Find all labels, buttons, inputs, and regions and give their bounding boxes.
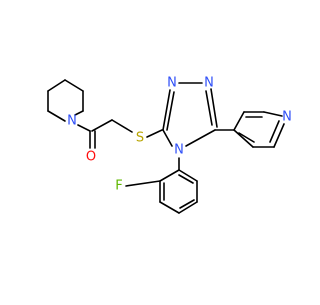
triazole-nitrogen-n1-label: N <box>167 76 177 91</box>
bond-ph-c6-c1-double <box>178 174 194 184</box>
bond-tz-c3-n1 <box>162 89 171 131</box>
molecule-structure-diagram: N O S N N N N F <box>47 76 292 214</box>
bond-pip-n-c2 <box>47 110 66 122</box>
bond-tz-c5-n4 <box>185 129 216 147</box>
pyridine-nitrogen-label: N <box>282 110 292 125</box>
bond-tz-n4-c3 <box>162 129 173 147</box>
bond-ph-c6-c1 <box>178 169 198 182</box>
piperidine-nitrogen-label: N <box>67 114 77 129</box>
bond-pip-c6-n <box>74 110 84 116</box>
bond-py-c3-c2 <box>233 111 245 131</box>
bond-ph-c4-c5-double <box>179 199 195 209</box>
bond-py-c1-n <box>263 111 283 117</box>
bond-tz-c3-n1-double <box>166 91 175 131</box>
bond-py-c5-c4-double <box>238 132 255 143</box>
bond-ch2-s <box>111 119 133 133</box>
thioether-sulfur-label: S <box>136 131 144 146</box>
bond-ph-c-f <box>125 180 161 187</box>
bond-tz-n2-c5 <box>210 88 218 128</box>
bond-pip-c3-c4 <box>47 79 66 92</box>
triazole-nitrogen-n2-label: N <box>204 76 214 91</box>
atom-label-layer: N O S N N N N F <box>67 76 292 194</box>
carbonyl-oxygen-label: O <box>86 150 96 165</box>
bond-ph-c1-c2 <box>159 169 180 182</box>
fluorine-label: F <box>115 179 122 194</box>
bond-ph-c3-c4 <box>159 201 180 214</box>
bond-ph-c4-c5 <box>178 201 198 214</box>
bond-layer <box>47 79 285 214</box>
bond-s-triazole <box>146 129 163 138</box>
triazole-nitrogen-n4-label: N <box>174 143 184 158</box>
bond-py-n-c6 <box>273 123 285 148</box>
bond-pip-c4-c5 <box>64 79 84 92</box>
bond-py-c5-c4 <box>233 129 254 148</box>
bond-n-carbonyl <box>77 124 91 132</box>
structure-canvas: N O S N N N N F <box>47 76 292 214</box>
bond-py-n-c6-double <box>269 120 280 143</box>
bond-carbonyl-ch2 <box>91 119 113 132</box>
bond-tz-n2-c5-double <box>205 90 213 126</box>
